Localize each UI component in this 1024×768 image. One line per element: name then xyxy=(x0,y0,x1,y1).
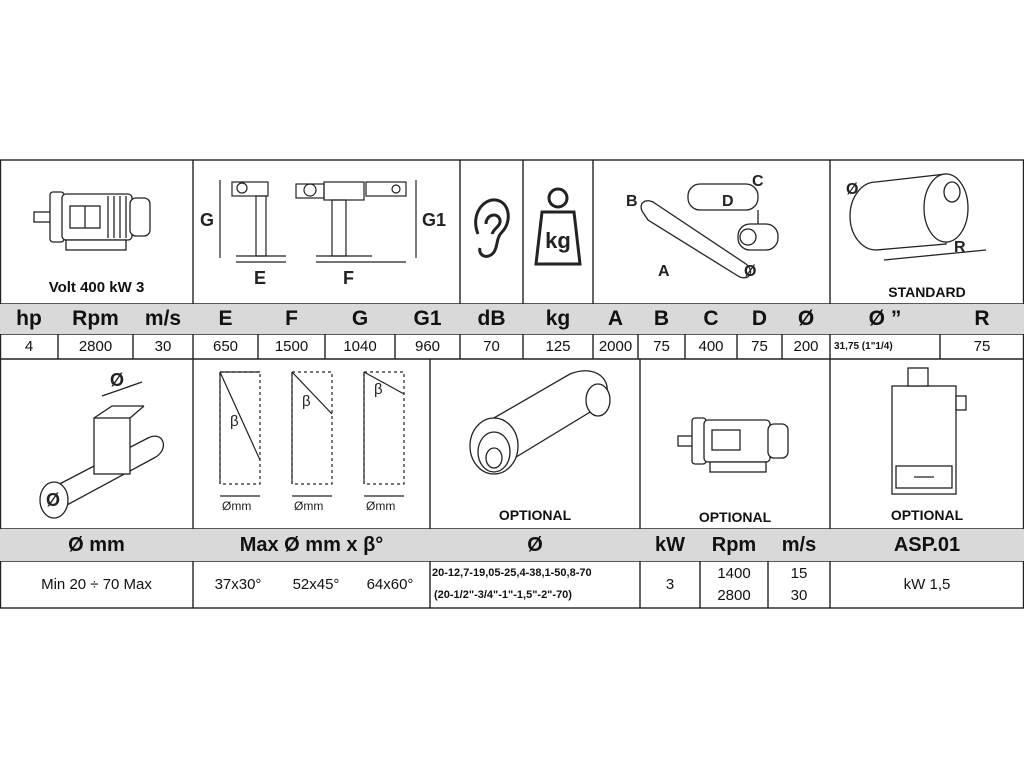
ear-noise-icon xyxy=(474,198,510,258)
value-r: 75 xyxy=(973,338,991,355)
wheel-label-dia: Ø xyxy=(846,181,858,198)
value-pipe-range: Min 20 ÷ 70 Max xyxy=(41,576,152,593)
pipe-label-top: Ø xyxy=(110,370,124,390)
value-roller-metric: 20-12,7-19,05-25,4-38,1-50,8-70 xyxy=(432,567,592,579)
pipe-notch-illustration-icon: Ø Ø xyxy=(39,370,164,519)
value-g1: 960 xyxy=(414,338,441,355)
value-d: 75 xyxy=(751,338,768,355)
optional-motor-illustration-icon xyxy=(677,417,789,473)
header-kw: kW xyxy=(640,529,700,561)
value-e: 650 xyxy=(212,338,239,355)
machine-dimensions-illustration-icon: G E F G1 xyxy=(200,180,446,288)
header-d: D xyxy=(737,304,782,334)
value-c: 400 xyxy=(698,338,724,355)
value-kg: 125 xyxy=(545,338,571,355)
pulley-roller-illustration-icon xyxy=(469,370,611,475)
header-g: G xyxy=(325,304,395,334)
value-a: 2000 xyxy=(598,338,633,355)
angle-dia-2: Ømm xyxy=(294,499,323,513)
header-asp: ASP.01 xyxy=(830,529,1024,561)
motor-illustration-icon xyxy=(33,191,151,251)
belt-label-b: B xyxy=(626,193,638,210)
header-roller-diameter: Ø xyxy=(430,529,640,561)
wheel-caption: STANDARD xyxy=(888,284,966,300)
belt-diagram-illustration-icon: B C D A Ø xyxy=(626,173,779,280)
header-g1: G1 xyxy=(395,304,460,334)
value-angle-3: 64x60° xyxy=(366,576,414,593)
weight-label: kg xyxy=(545,228,571,253)
header-rpm-2: Rpm xyxy=(700,529,768,561)
value-ms-low: 15 xyxy=(790,565,808,582)
header-pipe-diameter: Ø mm xyxy=(0,529,193,561)
value-g: 1040 xyxy=(343,338,377,355)
belt-label-a: A xyxy=(658,263,670,280)
dim-label-g1: G1 xyxy=(422,210,446,230)
header-a: A xyxy=(593,304,638,334)
angle-beta-1: β xyxy=(230,413,239,430)
value-db: 70 xyxy=(483,338,500,355)
value-hp: 4 xyxy=(24,338,34,355)
belt-label-d: D xyxy=(722,193,734,210)
roller-caption: OPTIONAL xyxy=(498,507,572,523)
belt-label-dia: Ø xyxy=(744,263,756,280)
asp-caption: OPTIONAL xyxy=(890,507,964,523)
header-db: dB xyxy=(460,304,523,334)
value-asp-power: kW 1,5 xyxy=(903,576,951,593)
header-r: R xyxy=(940,304,1024,334)
header-f: F xyxy=(258,304,325,334)
value-diameter: 200 xyxy=(793,338,819,355)
dim-label-f: F xyxy=(343,268,354,288)
contact-wheel-illustration-icon: Ø R xyxy=(846,173,987,261)
header-diameter: Ø xyxy=(782,304,830,334)
value-angle-2: 52x45° xyxy=(292,576,340,593)
value-ms: 30 xyxy=(154,338,172,355)
motor-option-caption: OPTIONAL xyxy=(698,509,772,525)
extraction-unit-illustration-icon xyxy=(891,367,967,495)
value-rpm: 2800 xyxy=(78,338,113,355)
angle-beta-2: β xyxy=(302,393,311,410)
value-b: 75 xyxy=(653,338,670,355)
motor-caption: Volt 400 kW 3 xyxy=(48,278,145,296)
header-max-angle: Max Ø mm x β° xyxy=(193,529,430,561)
header-ms-2: m/s xyxy=(768,529,830,561)
angle-dia-3: Ømm xyxy=(366,499,395,513)
header-ms: m/s xyxy=(133,304,193,334)
value-angle-1: 37x30° xyxy=(214,576,262,593)
pipe-label-bottom: Ø xyxy=(46,490,60,510)
header-rpm: Rpm xyxy=(58,304,133,334)
header-b: B xyxy=(638,304,685,334)
value-f: 1500 xyxy=(274,338,309,355)
mitre-angles-illustration-icon: β β β Ømm Ømm Ømm xyxy=(219,371,405,513)
dim-label-g: G xyxy=(200,210,214,230)
header-kg: kg xyxy=(523,304,593,334)
angle-beta-3: β xyxy=(374,381,383,398)
value-rpm-low: 1400 xyxy=(717,565,751,582)
value-kw: 3 xyxy=(665,576,675,593)
value-rpm-high: 2800 xyxy=(717,587,751,604)
angle-dia-1: Ømm xyxy=(222,499,251,513)
weight-icon: kg xyxy=(534,187,582,266)
dim-label-e: E xyxy=(254,268,266,288)
value-bore-diameter: 31,75 (1"1/4) xyxy=(834,341,893,352)
header-bore-diameter: Ø ” xyxy=(830,304,940,334)
header-hp: hp xyxy=(0,304,58,334)
header-e: E xyxy=(193,304,258,334)
value-ms-high: 30 xyxy=(790,587,808,604)
belt-label-c: C xyxy=(752,173,764,190)
header-c: C xyxy=(685,304,737,334)
wheel-label-r: R xyxy=(954,239,966,256)
value-roller-inch: (20-1/2"-3/4"-1"-1,5"-2"-70) xyxy=(434,589,572,601)
